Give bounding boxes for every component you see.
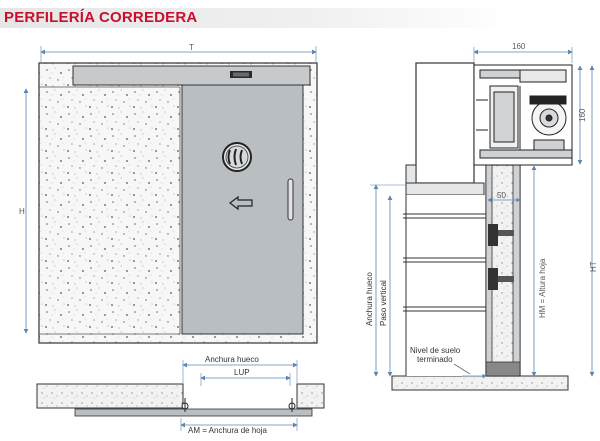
header-bar <box>0 8 516 28</box>
guide-housing <box>415 62 475 184</box>
width-label: T <box>189 43 194 52</box>
plan-view: Anchura hueco LUP AM = Anchura de hoja <box>36 355 325 435</box>
door-handle <box>287 178 294 221</box>
floor-level-label-1: Nivel de suelo <box>410 346 461 355</box>
height-label: H <box>19 207 25 216</box>
plan-door-leaf <box>74 408 313 417</box>
lup-label: LUP <box>234 368 250 377</box>
door-leaf <box>181 84 304 335</box>
plan-opening-width-label: Anchura hueco <box>205 355 259 364</box>
clear-height-label: Paso vertical <box>379 280 388 326</box>
leaf-width-label: AM = Anchura de hoja <box>188 426 267 435</box>
guide-rail <box>72 65 311 86</box>
hm-label: HM = Altura hoja <box>538 258 547 318</box>
dim-50: 50 <box>497 191 506 200</box>
floor-slab <box>391 375 569 391</box>
dim-top-160: 160 <box>512 42 526 51</box>
trolley-mechanism <box>473 64 573 166</box>
ht-label: HT <box>589 261 598 272</box>
section-view: 160 160 HT HM = Altura hoja 50 Anchura h… <box>365 42 598 391</box>
front-view: T H <box>19 43 318 344</box>
slide-direction-arrow <box>229 195 253 211</box>
dim-right-160: 160 <box>578 108 587 122</box>
page-title: PERFILERÍA CORREDERA <box>4 9 198 26</box>
section-opening-label: Anchura hueco <box>365 272 374 326</box>
floor-level-label-2: terminado <box>417 355 453 364</box>
